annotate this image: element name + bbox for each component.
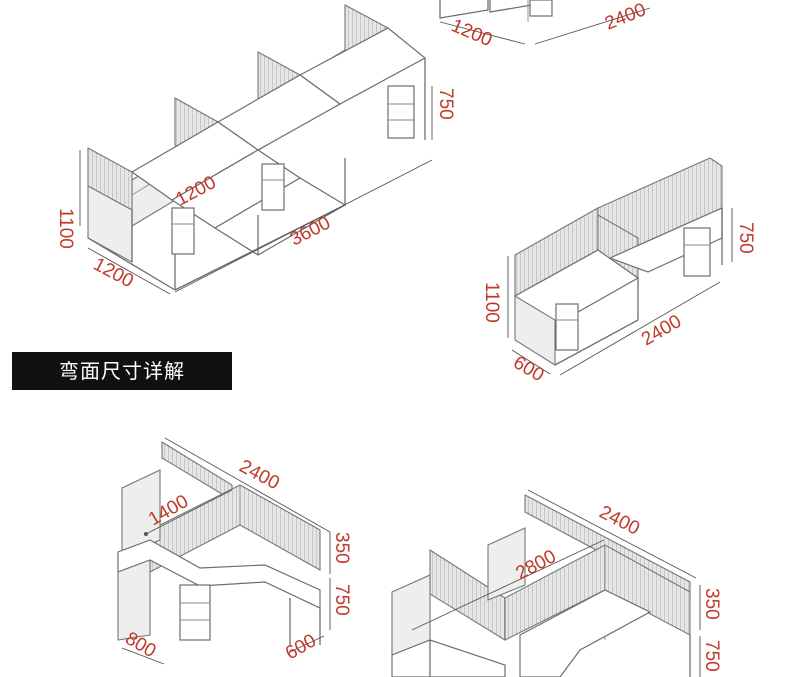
dim-small-length: 2400	[638, 311, 685, 350]
dim-large-height: 1100	[55, 208, 76, 249]
top-right-partial-workstation: 1200 2400	[439, 0, 651, 51]
large-six-seat-workstation: 1100 750 1200 3600 1200	[55, 4, 456, 295]
dim-l1-screen: 350	[331, 532, 352, 564]
dim-small-desk-height: 750	[735, 222, 756, 254]
dim-small-height: 1100	[481, 282, 502, 323]
dim-l2-screen: 350	[701, 588, 722, 620]
dim-large-desk-height: 750	[435, 88, 456, 120]
dim-l1-desk: 750	[331, 584, 352, 616]
dim-l1-depth-right: 600	[282, 630, 320, 664]
dim-top-right-width: 1200	[448, 15, 495, 51]
dim-l2-desk: 750	[701, 640, 722, 672]
small-two-seat-workstation: 1100 750 2400 600	[481, 157, 756, 386]
dim-l2-length: 2400	[596, 502, 643, 540]
l-shaped-workstation-single: 2400 1400 350 750 800 600	[117, 437, 352, 665]
dim-top-right-length: 2400	[602, 0, 649, 35]
section-heading-curved-dimensions: 弯面尺寸详解	[12, 352, 232, 390]
l-shaped-four-seat-cluster: 2400 2800 350 750	[391, 489, 722, 677]
